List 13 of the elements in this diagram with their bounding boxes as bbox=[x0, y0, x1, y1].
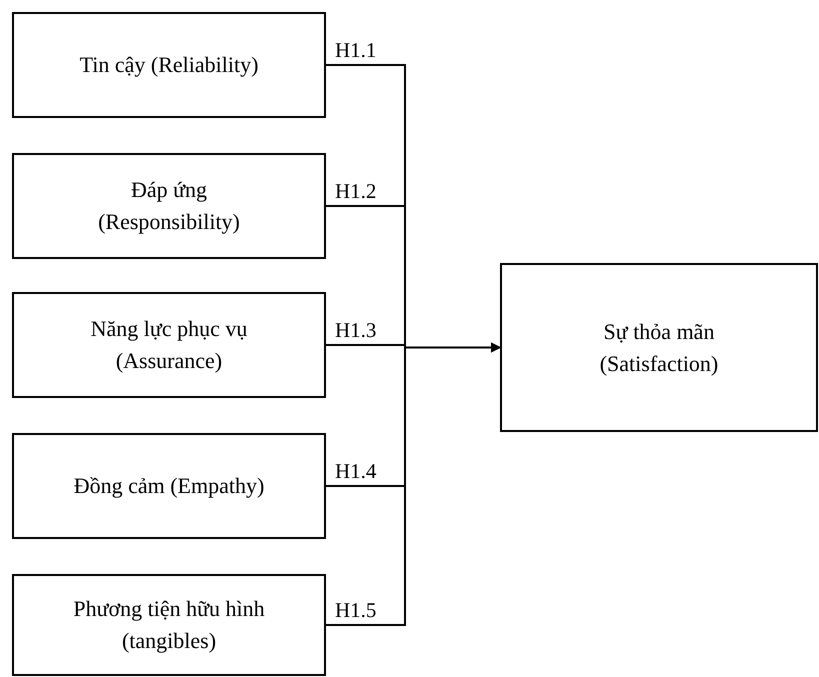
box-label: Phương tiện hữu hình (tangibles) bbox=[72, 595, 266, 655]
factor-box bbox=[12, 153, 326, 259]
box-label: Sự thỏa mãn (Satisfaction) bbox=[598, 318, 720, 378]
factor-box bbox=[12, 12, 326, 118]
connector-arrow bbox=[326, 342, 501, 626]
factor-box bbox=[12, 292, 326, 398]
box-label: Tin cậy (Reliability) bbox=[78, 51, 260, 79]
outcome-box bbox=[500, 263, 818, 432]
box-label: Năng lực phục vụ (Assurance) bbox=[90, 315, 248, 375]
box-label: Đáp ứng (Responsibility) bbox=[97, 176, 241, 236]
factor-box bbox=[12, 433, 326, 539]
factor-box bbox=[12, 574, 326, 676]
box-label: Đồng cảm (Empathy) bbox=[72, 472, 266, 500]
